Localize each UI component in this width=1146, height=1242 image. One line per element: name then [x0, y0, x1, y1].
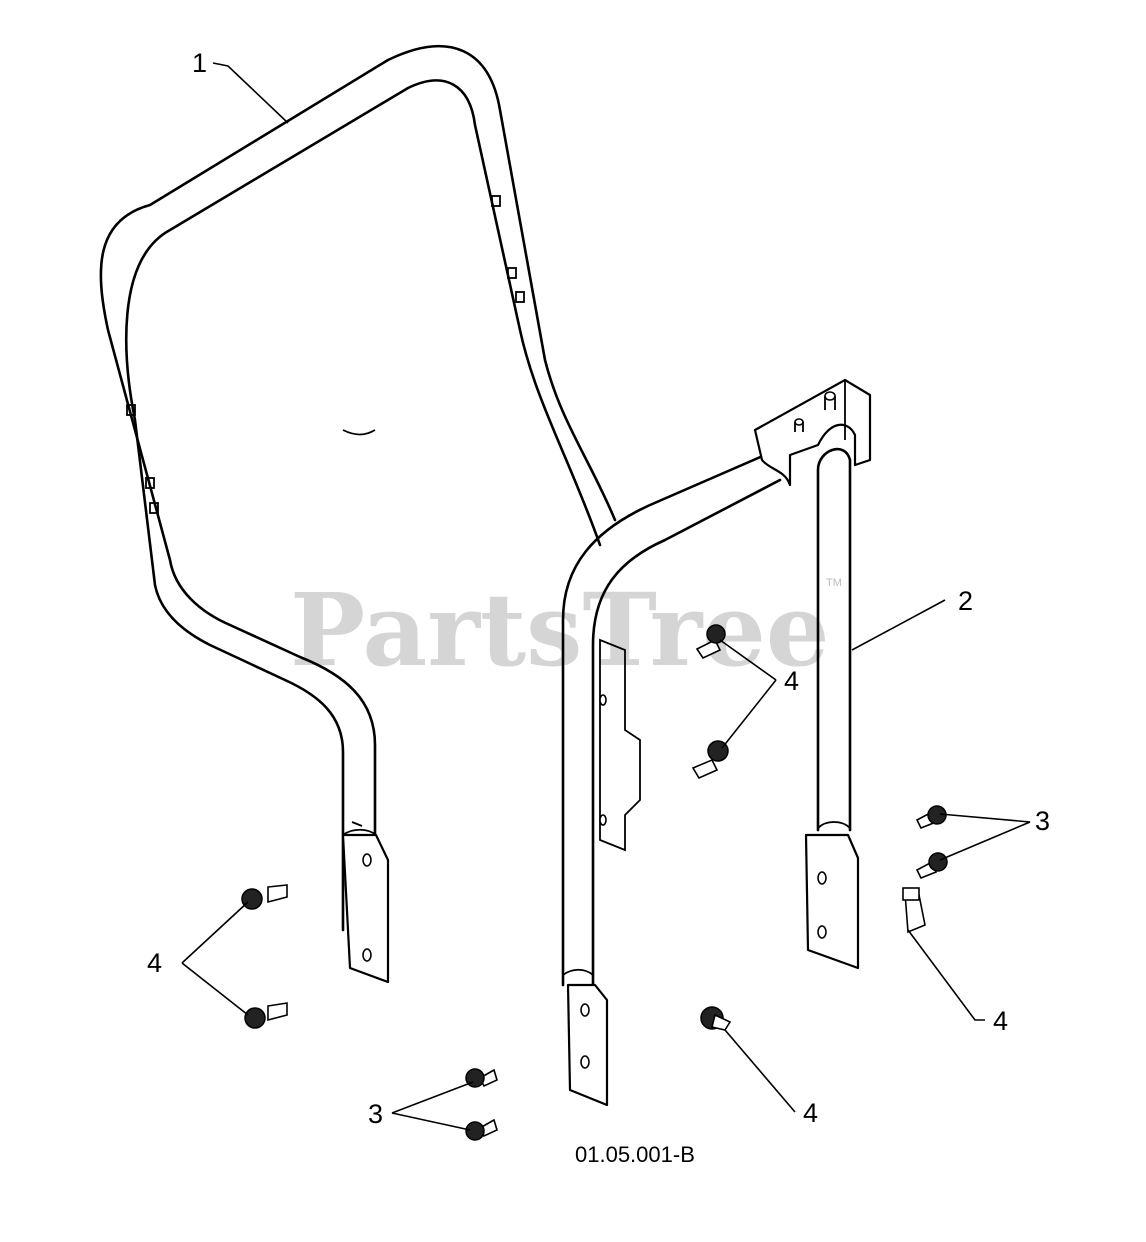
callout-2: 2 — [958, 586, 973, 616]
bolt-icon-bottom — [700, 1006, 732, 1031]
callout-4-right: 4 — [993, 1006, 1008, 1036]
callout-3-right: 3 — [1035, 806, 1050, 836]
bolt-icon-left-upper — [241, 884, 288, 910]
leader-lines — [181, 62, 1031, 1131]
callout-3-bottom: 3 — [368, 1099, 383, 1129]
handle-frame-part-2 — [561, 378, 872, 1107]
screw-icon-right-lower — [915, 852, 948, 880]
screw-icon-bottom-lower — [465, 1118, 498, 1141]
screw-icon-right-upper — [915, 805, 947, 830]
callout-4-left: 4 — [147, 948, 162, 978]
screw-icon-bottom-upper — [465, 1068, 498, 1088]
callout-4-center: 4 — [784, 666, 799, 696]
watermark: PartsTree — [290, 571, 830, 689]
handle-frame-part-1 — [99, 44, 617, 984]
bolt-icon-right — [902, 887, 926, 934]
bolt-icon-center-upper — [695, 624, 726, 660]
callout-1: 1 — [192, 48, 207, 78]
watermark-trademark: TM — [826, 577, 842, 589]
drawing-code: 01.05.001-B — [575, 1142, 695, 1167]
callout-4-bottom: 4 — [803, 1098, 818, 1128]
bolt-icon-left-lower — [244, 1002, 288, 1029]
